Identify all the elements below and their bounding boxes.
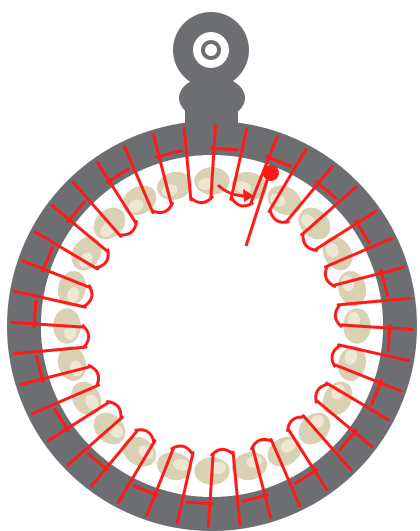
inner-gap xyxy=(41,155,383,497)
ring-hanger-icon xyxy=(173,12,249,128)
